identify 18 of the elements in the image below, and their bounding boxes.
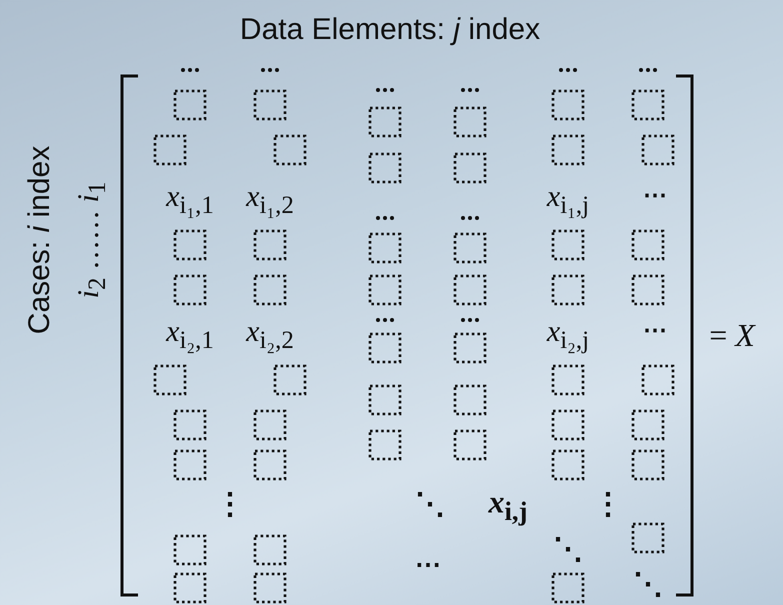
ellipsis: ⋯ xyxy=(415,552,441,578)
ellipsis: ⋯ xyxy=(643,319,667,343)
matrix-entry: x$_{i₁,j}$ xyxy=(546,182,590,218)
matrix-entry: x$_{i₁,1}$ xyxy=(166,182,214,218)
matrix-entry: x$_{i₂,j}$ xyxy=(546,317,590,353)
matrix-entry: x$_{i₁,2}$ xyxy=(246,182,294,218)
diagonal-ellipsis: ⋱ xyxy=(415,490,445,520)
matrix-entry: x$_{i,j}$ xyxy=(488,485,528,525)
equation-label: = X xyxy=(709,319,755,351)
vertical-ellipsis: ⋮ xyxy=(215,490,245,520)
ellipsis: ⋯ xyxy=(643,184,667,208)
diagonal-ellipsis: ⋱ xyxy=(633,570,663,600)
axis-title: Cases: i index xyxy=(25,146,55,334)
matrix-entry: x$_{i₂,2}$ xyxy=(246,317,294,353)
matrix-entry: x$_{i₂,1}$ xyxy=(166,317,214,353)
vertical-ellipsis: ⋮ xyxy=(593,490,623,520)
diagonal-ellipsis: ⋱ xyxy=(553,535,583,565)
axis-title: Data Elements: j index xyxy=(240,15,540,45)
